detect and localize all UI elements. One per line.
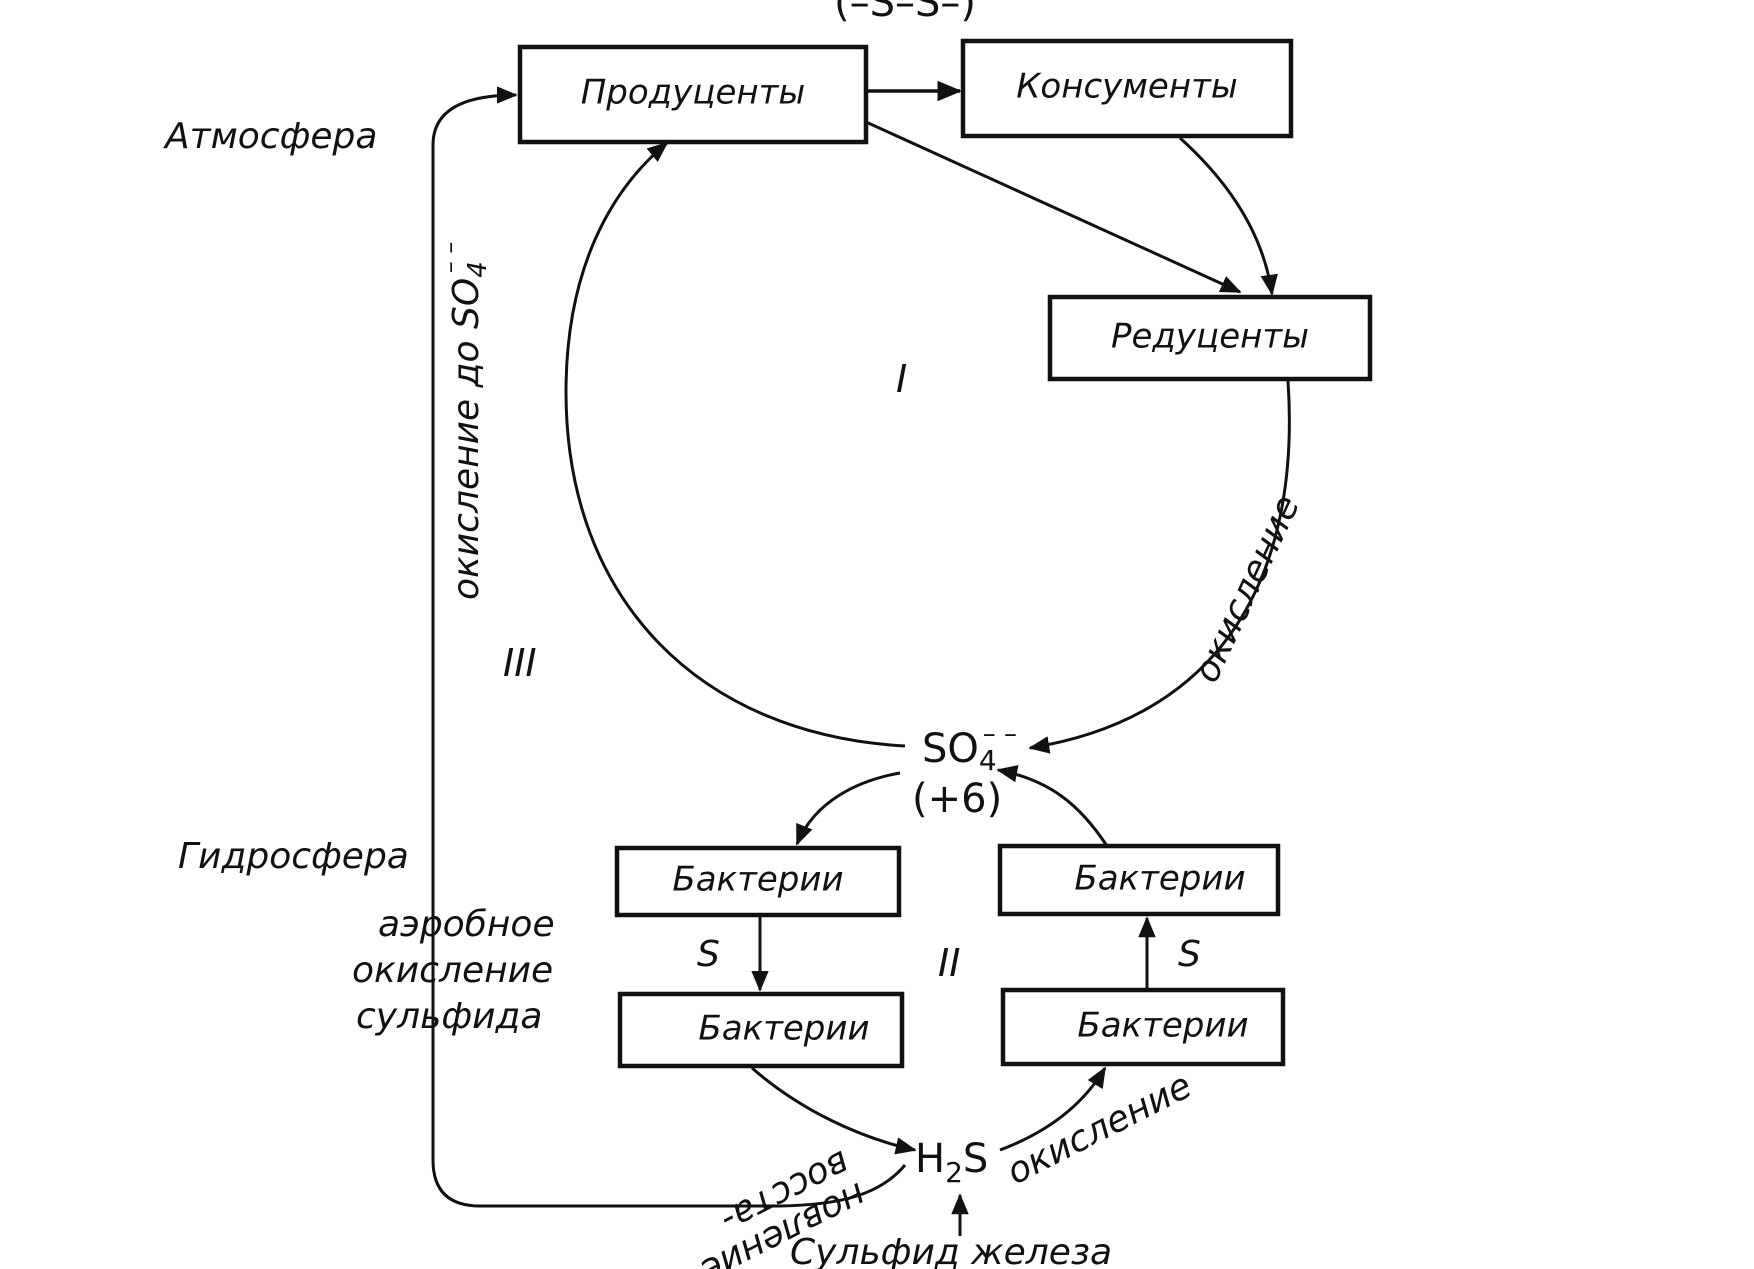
hydrosphere-label: Гидросфера <box>178 836 409 877</box>
arrow-decomposers-to-sulfate <box>1028 380 1291 754</box>
cycle-2-label: II <box>938 941 960 985</box>
oxidation-to-sulfate-label: окисление до SO4– – <box>436 242 493 600</box>
decomposers-label: Редуценты <box>1111 317 1309 357</box>
arrow-sulfate-to-bacteria-top-left <box>795 771 901 846</box>
aerobic-oxidation-label-line3: сульфида <box>356 996 542 1037</box>
sulfur-label-left: S <box>697 934 720 975</box>
bacteria-box-bottom-right: Бактерии <box>1000 987 1286 1067</box>
oxidation-right-label: окисление <box>1186 489 1308 689</box>
arrow-consumers-to-decomposers <box>1178 136 1278 296</box>
bacteria-box-top-right: Бактерии <box>997 843 1281 917</box>
consumers-label: Консументы <box>1016 67 1237 107</box>
cycle-3-label: III <box>503 641 537 685</box>
sulfate-label: SO4– – <box>922 719 1017 777</box>
producers-box: Продуценты <box>517 44 869 145</box>
arrow-bacteria-to-hydrogen-sulfide <box>751 1066 917 1155</box>
aerobic-oxidation-label-line2: окисление <box>352 950 553 991</box>
iron-sulfide-label: Сульфид железа <box>790 1232 1112 1269</box>
bacteria-label-bottom-right: Бактерии <box>1077 1006 1248 1046</box>
arrow-sulfate-to-producers <box>564 141 906 748</box>
oxidation-bottom-label: окисление <box>1000 1065 1198 1193</box>
consumers-box: Консументы <box>960 38 1294 139</box>
hydrogen-sulfide-label: H2S <box>915 1136 988 1189</box>
sulfur-label-right: S <box>1178 934 1201 975</box>
arrow-hydrogen-sulfide-to-producers <box>431 86 907 1208</box>
sulfate-oxidation-state-label: (+6) <box>912 776 1002 822</box>
bacteria-label-bottom-left: Бактерии <box>698 1009 869 1049</box>
arrow-hydrogen-sulfide-to-bacteria <box>999 1066 1107 1152</box>
bacteria-box-bottom-left: Бактерии <box>617 991 905 1069</box>
aerobic-oxidation-label-line1: аэробное <box>378 904 555 945</box>
bacteria-label-top-left: Бактерии <box>672 860 843 900</box>
bacteria-label-top-right: Бактерии <box>1074 859 1245 899</box>
atmosphere-label: Атмосфера <box>163 116 377 157</box>
producers-label: Продуценты <box>581 73 806 113</box>
arrow-bacteria-top-right-to-sulfate <box>996 765 1109 847</box>
decomposers-box: Редуценты <box>1047 294 1373 382</box>
cycle-1-label: I <box>896 357 907 401</box>
arrow-producers-to-decomposers <box>865 120 1242 294</box>
bacteria-box-top-left: Бактерии <box>614 845 902 918</box>
disulfide-fragment-label: (–S–S–) <box>834 0 976 26</box>
